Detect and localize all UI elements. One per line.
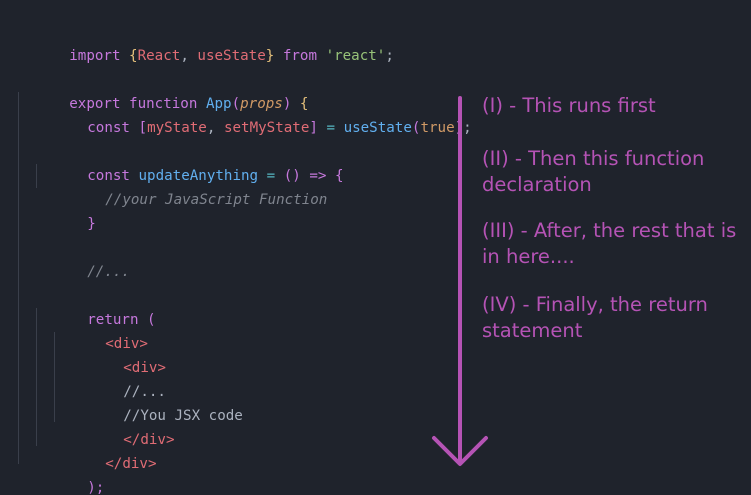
- annotation-step-2: (II) - Then this function declaration: [482, 147, 705, 196]
- code-line-close-brace: }: [36, 188, 96, 232]
- jsx-tag-text: <div>: [123, 360, 166, 376]
- parameter: props: [240, 96, 283, 112]
- indent-guide: [54, 332, 55, 422]
- keyword: const: [87, 168, 130, 184]
- identifier: React: [137, 48, 181, 64]
- annotation-step-1: (I) - This runs first: [482, 94, 656, 117]
- function-name: App: [205, 96, 232, 112]
- code-line-arrow-function: const updateAnything = () => {: [36, 140, 343, 184]
- indent-guide: [36, 308, 37, 446]
- operator: =: [266, 168, 276, 184]
- operator: =: [326, 120, 336, 136]
- function-name: updateAnything: [138, 168, 259, 184]
- punctuation: (: [147, 312, 156, 328]
- code-line-jsx-tag: </div>: [72, 404, 174, 448]
- code-area[interactable]: import {React, useState} from 'react'; e…: [0, 0, 472, 495]
- identifier: setMyState: [223, 120, 310, 136]
- code-line-jsx-tag: <div>: [72, 332, 166, 376]
- comment: //your JavaScript Function: [105, 192, 328, 208]
- punctuation: (: [231, 96, 241, 112]
- punctuation: ;: [463, 120, 472, 136]
- punctuation: {: [299, 96, 309, 112]
- jsx-tag-text: </div>: [105, 456, 157, 472]
- down-arrow-icon: [432, 96, 488, 466]
- operator: =>: [309, 168, 327, 184]
- punctuation: ,: [180, 48, 198, 64]
- jsx-tag-text: <div>: [105, 336, 148, 352]
- annotation-step-4: (IV) - Finally, the return statement: [482, 293, 708, 342]
- jsx-text: //...: [123, 384, 166, 400]
- indent-guide: [18, 92, 19, 464]
- keyword: const: [87, 120, 130, 136]
- punctuation: }: [87, 216, 96, 232]
- identifier: useState: [197, 48, 266, 64]
- keyword: return: [87, 312, 139, 328]
- code-line-jsx-tag: </div>: [54, 428, 156, 472]
- jsx-text: //You JSX code: [123, 408, 243, 424]
- punctuation: ,: [206, 120, 224, 136]
- punctuation: ;: [385, 48, 394, 64]
- code-line-usestate: const [myState, setMyState] = useState(t…: [36, 92, 471, 136]
- punctuation: (): [283, 168, 301, 184]
- code-line-comment: //your JavaScript Function: [54, 164, 327, 208]
- function-name: useState: [343, 120, 412, 136]
- punctuation: );: [87, 480, 105, 495]
- punctuation: }: [265, 48, 275, 64]
- code-line-close-brace: }: [18, 470, 78, 494]
- string-literal: 'react': [325, 48, 386, 64]
- boolean-literal: true: [420, 120, 455, 136]
- code-line-comment: //...: [36, 236, 130, 280]
- code-line-jsx-tag: <div>: [54, 308, 148, 352]
- code-line-return-close: );: [36, 452, 104, 495]
- identifier: myState: [147, 120, 207, 136]
- code-line-jsx-text: //You JSX code: [72, 380, 243, 424]
- indent-guide: [36, 164, 37, 188]
- jsx-tag-text: </div>: [123, 432, 175, 448]
- punctuation: {: [129, 48, 138, 64]
- punctuation: (: [411, 120, 421, 136]
- keyword: export: [69, 96, 121, 112]
- punctuation: ]: [309, 120, 318, 136]
- keyword: function: [129, 96, 198, 112]
- code-line-jsx-text: //...: [72, 356, 166, 400]
- code-line-import: import {React, useState} from 'react';: [18, 20, 394, 64]
- code-line-return: return (: [36, 284, 155, 328]
- punctuation: ): [282, 96, 292, 112]
- annotation-step-3: (III) - After, the rest that is in here.…: [482, 219, 737, 268]
- comment: //...: [87, 264, 130, 280]
- punctuation: [: [138, 120, 148, 136]
- keyword: from: [282, 48, 318, 64]
- punctuation: {: [335, 168, 344, 184]
- keyword: import: [69, 48, 121, 64]
- code-line-function-declaration: export function App(props) {: [18, 68, 308, 112]
- jsx-tag: <div>: [105, 336, 148, 352]
